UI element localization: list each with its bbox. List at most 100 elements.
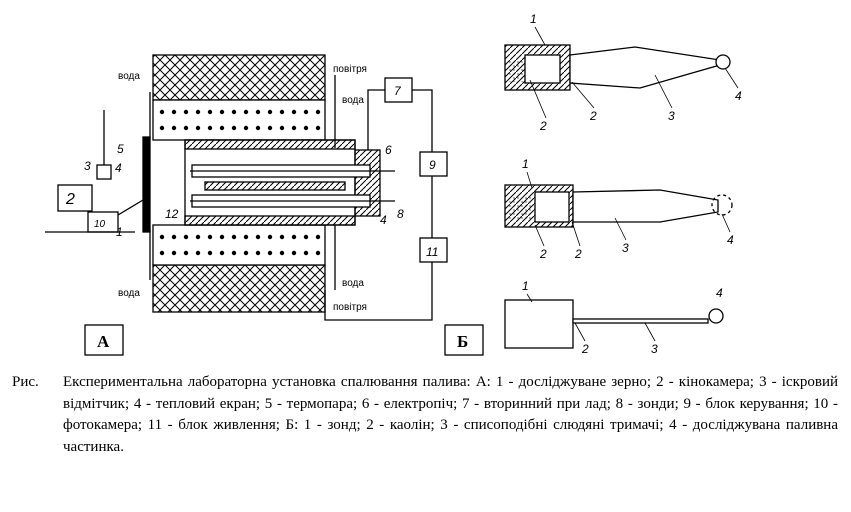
coil-dot	[255, 250, 261, 256]
coil-dot	[303, 125, 309, 131]
coil-dot	[315, 250, 321, 256]
label-air-2: повітря	[333, 302, 367, 313]
num-a-8: 8	[397, 207, 404, 221]
coil-dot	[171, 109, 177, 115]
coil-dot	[315, 125, 321, 131]
coil-dot	[207, 234, 213, 240]
num-b-1-1: 1	[530, 12, 537, 26]
coil-dot	[195, 125, 201, 131]
fuel-particle-3	[708, 308, 724, 324]
coil-dot	[279, 109, 285, 115]
label-water-3: вода	[118, 288, 140, 299]
caption-text: Експериментальна лабораторна установка с…	[63, 374, 838, 455]
num-a-1: 1	[116, 225, 123, 239]
panel-a-labels: вода вода вода вода повітря повітря 1 2 …	[65, 64, 438, 351]
coil-dot	[243, 125, 249, 131]
panel-a-label: А	[97, 332, 110, 351]
coil-dot	[291, 125, 297, 131]
num-b-1-4: 4	[735, 89, 742, 103]
inner-channel-middle	[204, 181, 346, 191]
coil-dot	[255, 125, 261, 131]
power-unit-box	[419, 237, 448, 263]
coil-dot	[279, 250, 285, 256]
coil-dot	[291, 234, 297, 240]
label-water-1: вода	[118, 71, 140, 82]
num-a-5: 5	[117, 142, 124, 156]
coil-dot	[243, 109, 249, 115]
coil-dot	[183, 234, 189, 240]
num-b-2-1: 1	[522, 157, 529, 171]
num-a-10: 10	[94, 219, 106, 230]
coil-dot	[219, 234, 225, 240]
num-b-3-3: 3	[651, 342, 658, 356]
coil-dot	[207, 250, 213, 256]
panel-b-labels: 1 2 2 3 4 1 2 2 3 4 1 2 3 4 Б	[457, 12, 742, 356]
coil-dot	[279, 234, 285, 240]
num-a-4: 4	[115, 161, 122, 175]
num-a-4b: 4	[380, 213, 387, 227]
coil-dot	[267, 250, 273, 256]
coil-dot	[267, 125, 273, 131]
num-a-11: 11	[426, 245, 438, 259]
mica-holder-2	[572, 189, 719, 223]
coil-dot	[219, 250, 225, 256]
coil-dot	[315, 234, 321, 240]
coil-dot	[267, 109, 273, 115]
mica-holder-1	[569, 46, 721, 89]
coil-dot	[195, 250, 201, 256]
leader-lines	[526, 26, 739, 342]
num-b-2-2a: 2	[539, 247, 547, 261]
num-a-12: 12	[165, 207, 179, 221]
heat-screen	[142, 136, 151, 233]
coil-dot	[183, 250, 189, 256]
probe-3-body	[504, 299, 574, 349]
coil-dot	[219, 125, 225, 131]
coil-dot	[159, 109, 165, 115]
panel-a-label-box	[84, 324, 124, 356]
tube-wall-bottom	[184, 215, 356, 226]
num-b-1-3: 3	[668, 109, 675, 123]
num-b-2-2b: 2	[574, 247, 582, 261]
coil-dot	[183, 125, 189, 131]
coil-dot	[159, 250, 165, 256]
furnace-insulation-bottom	[152, 264, 326, 313]
panel-b-label: Б	[457, 332, 468, 351]
num-b-2-3: 3	[622, 241, 629, 255]
panel-b-drawing	[444, 44, 733, 356]
coil-dot	[267, 234, 273, 240]
furnace-coil-top	[152, 99, 326, 141]
coil-dot	[255, 109, 261, 115]
coil-dot	[231, 250, 237, 256]
coil-dot	[291, 250, 297, 256]
num-a-3: 3	[84, 159, 91, 173]
caption-prefix: Рис.	[12, 374, 39, 390]
num-b-1-2a: 2	[539, 119, 547, 133]
num-b-1-2b: 2	[589, 109, 597, 123]
coil-dot	[303, 250, 309, 256]
num-b-3-2: 2	[581, 342, 589, 356]
num-b-2-4: 4	[727, 233, 734, 247]
coil-dot	[243, 234, 249, 240]
figure: вода вода вода вода повітря повітря 1 2 …	[45, 12, 742, 356]
coil-dot	[195, 234, 201, 240]
mica-holder-3	[572, 318, 709, 324]
fuel-particle-1	[715, 54, 731, 70]
coil-dot	[159, 125, 165, 131]
coil-dot	[219, 109, 225, 115]
coil-dot	[207, 109, 213, 115]
coil-dot	[171, 250, 177, 256]
furnace-insulation-top	[152, 54, 326, 101]
coil-dot	[171, 234, 177, 240]
coil-dot	[303, 109, 309, 115]
num-a-2: 2	[65, 191, 75, 208]
coil-dot	[159, 234, 165, 240]
spark-marker	[96, 164, 112, 180]
coil-dot	[195, 109, 201, 115]
coil-dot	[207, 125, 213, 131]
panel-b-label-box	[444, 324, 484, 356]
num-a-6: 6	[385, 143, 392, 157]
coil-dot	[231, 234, 237, 240]
coil-dot	[291, 109, 297, 115]
fuel-particle-2	[711, 194, 733, 216]
coil-dot	[303, 234, 309, 240]
